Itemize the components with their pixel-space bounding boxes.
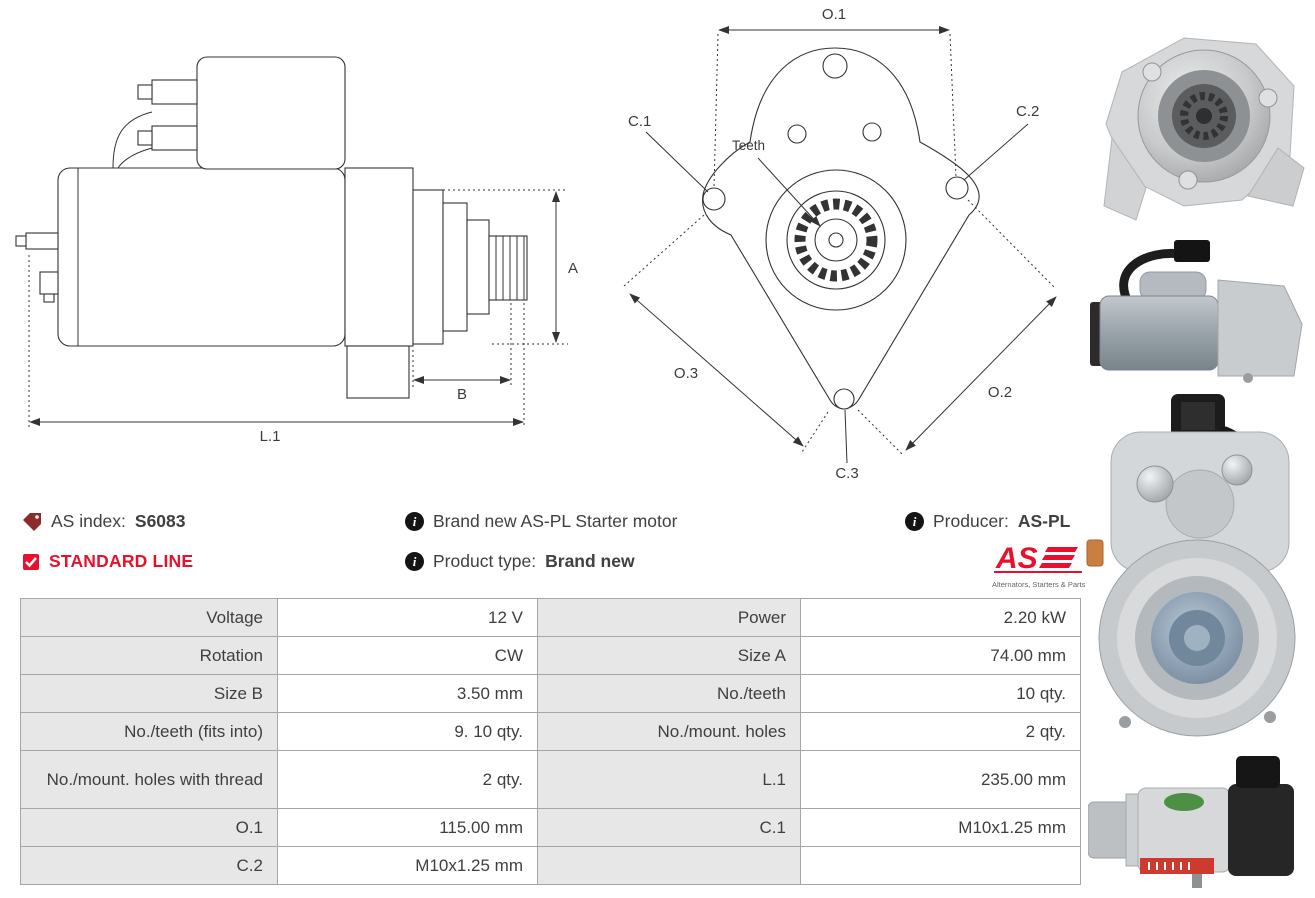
dim-label-c1: C.1 [628, 113, 651, 130]
dim-label-l1: L.1 [260, 428, 281, 445]
spec-value: 2 qty. [277, 750, 538, 809]
spec-value: 74.00 mm [800, 636, 1081, 675]
spec-value: M10x1.25 mm [277, 846, 538, 885]
brand-new-row: i Brand new AS-PL Starter motor [405, 511, 677, 532]
dim-label-c3: C.3 [835, 465, 858, 482]
aspl-logo-mark: AS [994, 542, 1082, 575]
spec-label: Size B [20, 674, 278, 713]
standard-line-row: STANDARD LINE [22, 551, 193, 572]
table-row: No./mount. holes with thread 2 qty. L.1 … [20, 750, 1081, 809]
tag-icon [23, 512, 41, 531]
producer-value: AS-PL [1017, 511, 1071, 531]
product-type-value: Brand new [545, 551, 635, 571]
checkbox-icon [23, 553, 39, 570]
info-icon: i [405, 512, 424, 531]
technical-drawing-side-view: A B L.1 [15, 56, 578, 445]
spec-value: M10x1.25 mm [800, 808, 1081, 847]
spec-value [800, 846, 1081, 885]
spec-label: O.1 [20, 808, 278, 847]
spec-label [537, 846, 801, 885]
as-index-label: AS index: [51, 511, 126, 531]
dim-label-b: B [457, 386, 467, 403]
brand-new-text: Brand new AS-PL Starter motor [433, 511, 678, 531]
spec-label: Power [537, 598, 801, 637]
svg-text:AS: AS [995, 542, 1038, 575]
spec-value: 235.00 mm [800, 750, 1081, 809]
spec-value: 2.20 kW [800, 598, 1081, 637]
dim-label-o2: O.2 [988, 384, 1012, 401]
as-index-row: AS index: S6083 [22, 511, 186, 532]
table-row: C.2 M10x1.25 mm [20, 846, 1081, 885]
product-photo-3 [1086, 394, 1296, 737]
spec-label: No./mount. holes with thread [20, 750, 278, 809]
spec-value: 10 qty. [800, 674, 1081, 713]
spec-label: L.1 [537, 750, 801, 809]
table-row: No./teeth (fits into) 9. 10 qty. No./mou… [20, 712, 1081, 751]
product-photo-2 [1090, 240, 1303, 383]
aspl-logo: AS Alternators, Starters & Parts [992, 541, 1086, 589]
spec-label: C.2 [20, 846, 278, 885]
spec-value: 2 qty. [800, 712, 1081, 751]
dim-label-a: A [568, 260, 578, 277]
dim-label-o3: O.3 [674, 365, 698, 382]
spec-value: 12 V [277, 598, 538, 637]
table-row: Voltage 12 V Power 2.20 kW [20, 598, 1081, 637]
dim-label-o1: O.1 [822, 6, 846, 23]
product-photo-4 [1088, 756, 1294, 888]
spec-label: No./teeth [537, 674, 801, 713]
spec-label: Size A [537, 636, 801, 675]
product-type-label: Product type: [433, 551, 537, 571]
dim-label-c2: C.2 [1016, 103, 1039, 120]
spec-value: 9. 10 qty. [277, 712, 538, 751]
table-row: Size B 3.50 mm No./teeth 10 qty. [20, 674, 1081, 713]
standard-line-label: STANDARD LINE [49, 551, 194, 571]
info-icon: i [405, 552, 424, 571]
aspl-logo-tagline: Alternators, Starters & Parts [992, 580, 1086, 589]
spec-value: 3.50 mm [277, 674, 538, 713]
producer-label: Producer: [933, 511, 1009, 531]
table-row: Rotation CW Size A 74.00 mm [20, 636, 1081, 675]
product-photo-1 [1103, 37, 1305, 221]
starter-motor-side-outline [15, 56, 528, 399]
producer-row: i Producer: AS-PL [905, 511, 1070, 532]
as-index-value: S6083 [134, 511, 186, 531]
product-type-row: i Product type: Brand new [405, 551, 635, 572]
teeth-label: Teeth [732, 138, 765, 153]
spec-label: Voltage [20, 598, 278, 637]
starter-motor-flange-outline [702, 47, 980, 410]
spec-label: No./teeth (fits into) [20, 712, 278, 751]
teeth-ring [794, 198, 878, 282]
spec-label: C.1 [537, 808, 801, 847]
spec-label: Rotation [20, 636, 278, 675]
spec-label: No./mount. holes [537, 712, 801, 751]
table-row: O.1 115.00 mm C.1 M10x1.25 mm [20, 808, 1081, 847]
info-icon: i [905, 512, 924, 531]
technical-drawing-front-view: O.1 C.1 C.2 C.3 Teeth O.3 O.2 [623, 6, 1057, 482]
spec-table: Voltage 12 V Power 2.20 kW Rotation CW S… [20, 598, 1081, 885]
spec-value: 115.00 mm [277, 808, 538, 847]
spec-value: CW [277, 636, 538, 675]
